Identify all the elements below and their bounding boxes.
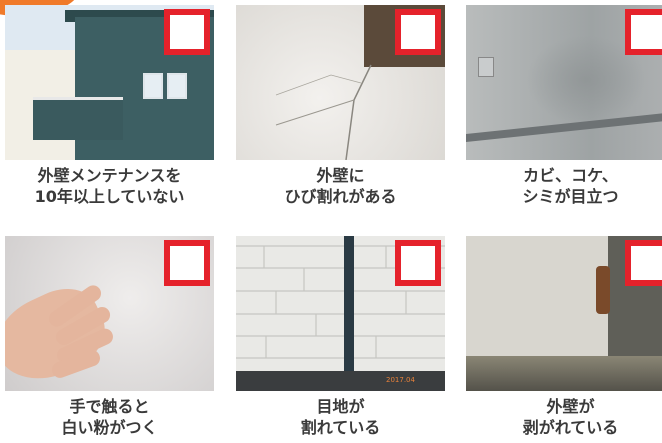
- card-caption: カビ、コケ、 シミが目立つ: [522, 166, 619, 206]
- checkbox[interactable]: [395, 240, 441, 286]
- checkbox[interactable]: [395, 9, 441, 55]
- card-caption: 外壁に ひび割れがある: [284, 166, 397, 206]
- card-caption: 手で触ると 白い粉がつく: [61, 397, 158, 437]
- house-exterior-photo: [5, 5, 214, 160]
- siding-joints-photo: 2017.04: [236, 236, 445, 391]
- chalking-hand-photo: [5, 236, 214, 391]
- peeling-wall-photo: [466, 236, 662, 391]
- date-stamp: 2017.04: [386, 376, 415, 384]
- checkbox[interactable]: [625, 9, 662, 55]
- stained-wall-photo: [466, 5, 662, 160]
- checkbox[interactable]: [164, 9, 210, 55]
- card-caption: 外壁メンテナンスを 10年以上していない: [34, 166, 185, 206]
- card-caption: 外壁が 剥がれている: [522, 397, 619, 437]
- checkbox[interactable]: [625, 240, 662, 286]
- cracked-wall-photo: [236, 5, 445, 160]
- card-caption: 目地が 割れている: [300, 397, 381, 437]
- checkbox[interactable]: [164, 240, 210, 286]
